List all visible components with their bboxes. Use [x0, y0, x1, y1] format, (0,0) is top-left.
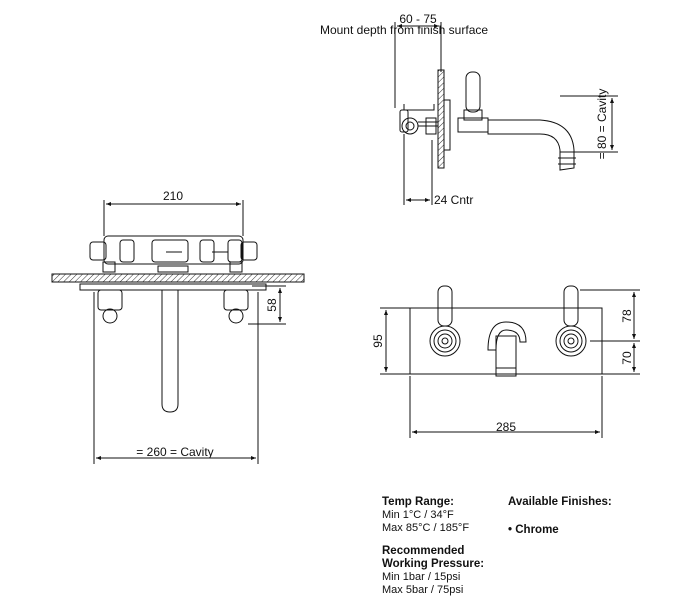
finish-label: Chrome	[515, 524, 559, 536]
dim-centre: 24 Cntr	[434, 193, 473, 207]
temp-max: Max 85°C / 185°F	[382, 522, 470, 534]
pressure-max: Max 5bar / 75psi	[382, 584, 464, 596]
finishes-heading: Available Finishes:	[508, 496, 612, 508]
dim-valve-width: 210	[163, 189, 183, 203]
specs-finishes: Available Finishes: • Chrome	[508, 496, 612, 537]
dim-plate-width: 285	[496, 420, 516, 434]
dim-mount-depth-range: 60 - 75	[399, 12, 437, 26]
pressure-heading-line1: Recommended	[382, 545, 465, 557]
valve-section	[401, 117, 419, 135]
front-spout	[487, 321, 527, 351]
dim-plate-height: 95	[371, 334, 385, 348]
bullet-icon: •	[508, 524, 513, 536]
front-view	[380, 285, 640, 438]
side-spout	[487, 119, 575, 171]
front-right-handle	[555, 325, 587, 357]
plan-spout	[161, 289, 179, 413]
front-plate	[409, 307, 603, 375]
side-view	[394, 22, 618, 205]
plan-wall-section	[51, 273, 305, 283]
dim-handle-height: 78	[620, 309, 634, 323]
side-handle	[465, 71, 481, 113]
dim-cavity-front: = 260 = Cavity	[136, 445, 213, 459]
wall-plate-section	[437, 69, 445, 169]
dim-cavity-side: = 80 = Cavity	[595, 89, 609, 160]
pressure-min: Min 1bar / 15psi	[382, 571, 461, 583]
dim-spout-height: 70	[620, 351, 634, 365]
plan-view	[51, 200, 305, 464]
dim-mount-depth-caption: Mount depth from finish surface	[320, 23, 488, 37]
pressure-heading-line2: Working Pressure:	[382, 558, 485, 570]
temp-range-heading: Temp Range:	[382, 496, 454, 508]
front-left-handle	[429, 325, 461, 357]
temp-min: Min 1°C / 34°F	[382, 509, 454, 521]
specs-temperature: Temp Range: Min 1°C / 34°F Max 85°C / 18…	[382, 496, 484, 597]
dim-valve-depth: 58	[265, 298, 279, 312]
finish-item: • Chrome	[508, 524, 612, 537]
